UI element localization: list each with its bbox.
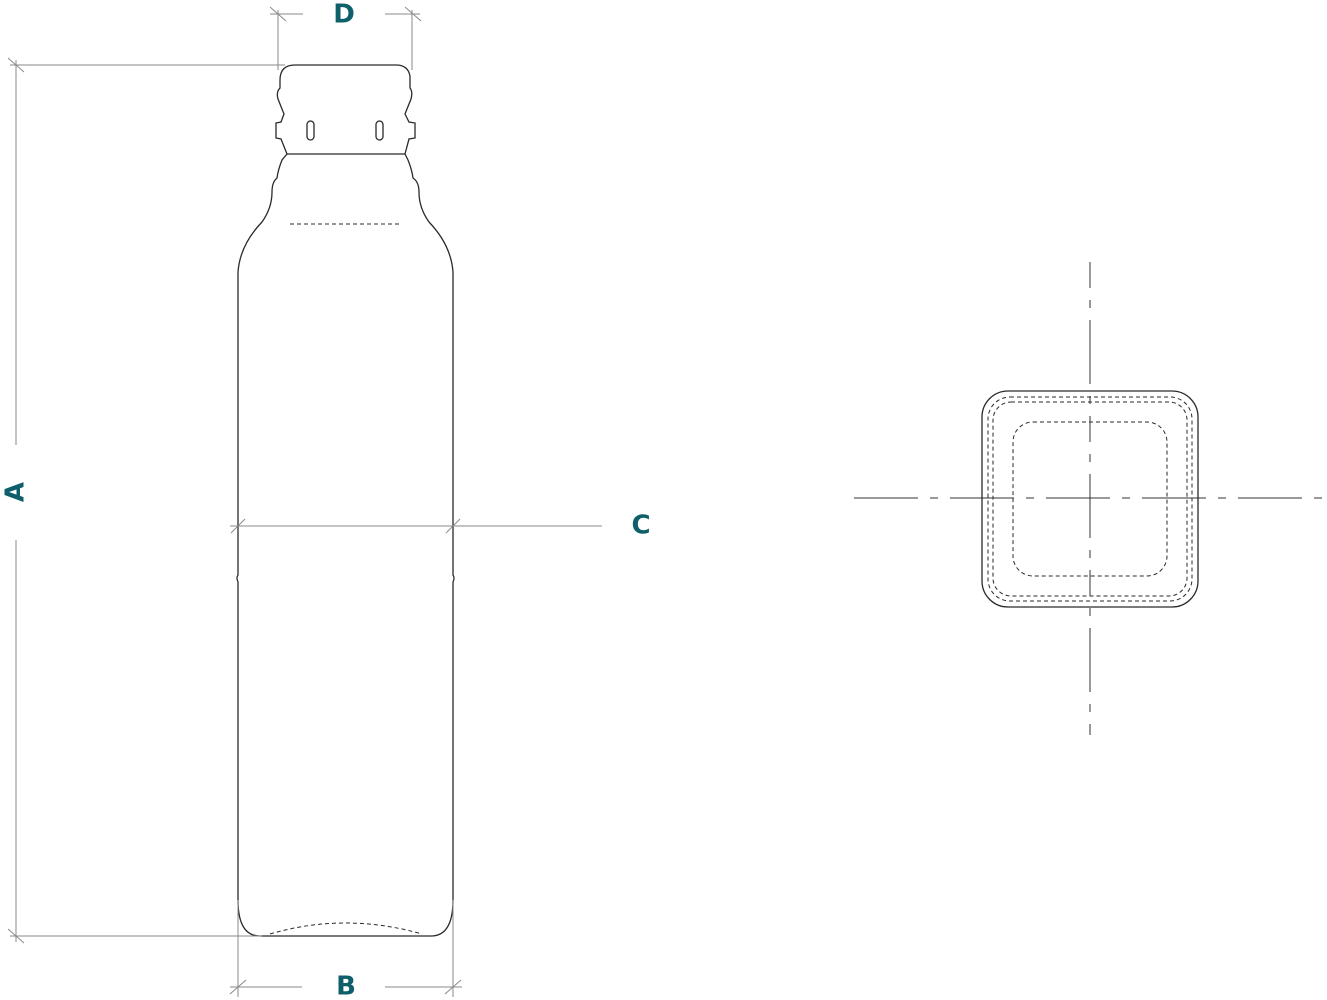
cap-slot-left (306, 120, 315, 141)
bottle-top-view (854, 262, 1327, 735)
dim-c-tick-right (445, 518, 461, 534)
top-view-hidden-outline-2 (992, 401, 1188, 597)
dim-label-a: A (1, 482, 31, 502)
dim-label-d: D (333, 0, 355, 30)
dim-b-tick-left (229, 979, 247, 995)
bottle-front-view (236, 64, 455, 937)
bottle-body-right (404, 153, 455, 937)
cap-slot-right (375, 120, 384, 141)
dim-b-tick-right (444, 979, 462, 995)
bottle-cap-left (275, 80, 288, 155)
dim-d-tick-right (404, 6, 422, 22)
top-view-neck-outline (1012, 421, 1168, 577)
dim-a-tick-top (7, 57, 25, 73)
dim-d-tick-left (269, 6, 287, 22)
bottle-body-left (236, 153, 288, 937)
dim-c-tick-left (230, 518, 246, 534)
bottle-cap-right (404, 76, 416, 155)
top-view-hidden-outline-1 (987, 396, 1193, 602)
dim-label-c: C (631, 511, 650, 541)
bottle-cap-top (279, 64, 411, 81)
base-punt-hidden-line (269, 922, 423, 935)
dim-label-b: B (336, 972, 356, 1000)
dimension-lines (7, 6, 602, 997)
top-view-outer-outline (981, 390, 1199, 608)
dim-a-tick-bottom (7, 928, 25, 944)
